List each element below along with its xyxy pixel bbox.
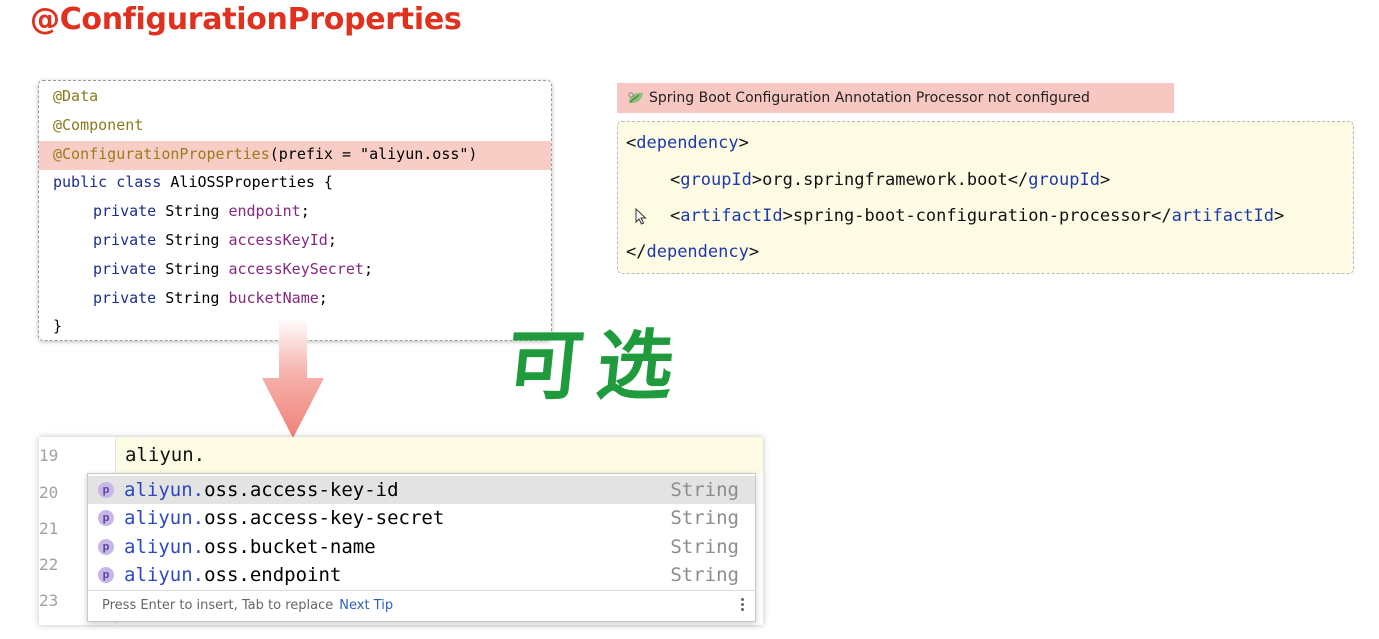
property-icon: p — [98, 510, 114, 526]
code-line: @Data — [53, 87, 99, 105]
dependency-open-line: <dependency> — [626, 133, 749, 153]
completion-name: aliyun.oss.bucket-name — [124, 536, 376, 558]
code-line: private String accessKeySecret; — [93, 259, 373, 278]
more-options-icon[interactable] — [741, 598, 745, 613]
completion-item[interactable]: p aliyun.oss.access-key-secret String — [88, 504, 755, 532]
code-line: private String endpoint; — [93, 202, 310, 221]
code-line: @Component — [53, 115, 144, 134]
completion-type: String — [670, 479, 739, 501]
mouse-cursor-icon — [635, 208, 647, 225]
code-line: } — [53, 317, 63, 336]
completion-type: String — [670, 507, 739, 529]
typed-text[interactable]: aliyun. — [125, 444, 206, 466]
completion-item[interactable]: p aliyun.oss.endpoint String — [88, 561, 755, 589]
completion-name: aliyun.oss.access-key-secret — [124, 507, 445, 529]
current-line-highlight — [39, 437, 763, 473]
next-tip-link[interactable]: Next Tip — [339, 598, 394, 613]
line-number: 22 — [39, 555, 59, 574]
down-arrow-icon — [262, 318, 324, 438]
completion-type: String — [670, 536, 739, 558]
code-line: public class AliOSSProperties { — [53, 173, 333, 192]
property-icon: p — [98, 482, 114, 498]
completion-popup: p aliyun.oss.access-key-id String p aliy… — [87, 473, 756, 622]
page-title: @ConfigurationProperties — [30, 2, 462, 37]
completion-item[interactable]: p aliyun.oss.access-key-id String — [88, 476, 755, 504]
completion-hint: Press Enter to insert, Tab to replace Nex… — [88, 590, 755, 621]
warning-text: Spring Boot Configuration Annotation Pro… — [649, 90, 1090, 106]
group-id-line: <groupId>org.springframework.boot</group… — [670, 170, 1111, 190]
line-number: 19 — [39, 446, 59, 465]
line-number: 23 — [39, 591, 59, 610]
processor-warning: Spring Boot Configuration Annotation Pro… — [617, 83, 1174, 113]
code-line: private String bucketName; — [93, 288, 328, 307]
completion-type: String — [670, 564, 739, 586]
optional-label: 可选 — [502, 321, 692, 410]
code-panel: @Data @Component @ConfigurationProperties(… — [38, 80, 552, 341]
completion-item[interactable]: p aliyun.oss.bucket-name String — [88, 533, 755, 561]
completion-name: aliyun.oss.access-key-id — [124, 479, 399, 501]
dependency-close-line: </dependency> — [626, 242, 760, 262]
dependency-snippet: <dependency> <groupId>org.springframewor… — [617, 121, 1354, 274]
spring-leaf-icon — [628, 92, 643, 104]
line-number: 20 — [39, 483, 59, 502]
line-number: 21 — [39, 519, 59, 538]
property-icon: p — [98, 539, 114, 555]
code-line-highlighted: @ConfigurationProperties(prefix = "aliyu… — [39, 140, 551, 170]
completion-name: aliyun.oss.endpoint — [124, 564, 342, 586]
properties-editor[interactable]: 19 20 21 22 23 aliyun. p aliyun.oss.acce… — [39, 437, 763, 625]
artifact-id-line: <artifactId>spring-boot-configuration-pr… — [670, 206, 1285, 226]
code-line: private String accessKeyId; — [93, 231, 337, 249]
hint-text: Press Enter to insert, Tab to replace — [102, 598, 334, 613]
property-icon: p — [98, 567, 114, 583]
